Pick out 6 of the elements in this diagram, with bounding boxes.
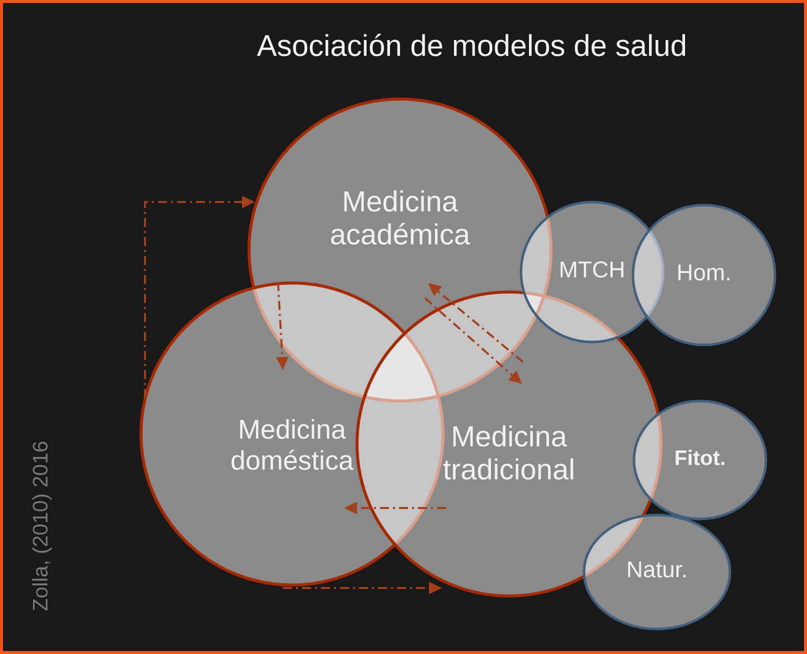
node-label: Fitot. (676, 450, 724, 466)
node-label: MTCH (560, 261, 624, 278)
title: Asociación de modelos de salud (256, 34, 686, 56)
source-note: Zolla, (2010) 2016 (32, 442, 52, 611)
node-label: Medicina tradicional (443, 425, 574, 480)
node-label: Hom. (678, 264, 730, 281)
